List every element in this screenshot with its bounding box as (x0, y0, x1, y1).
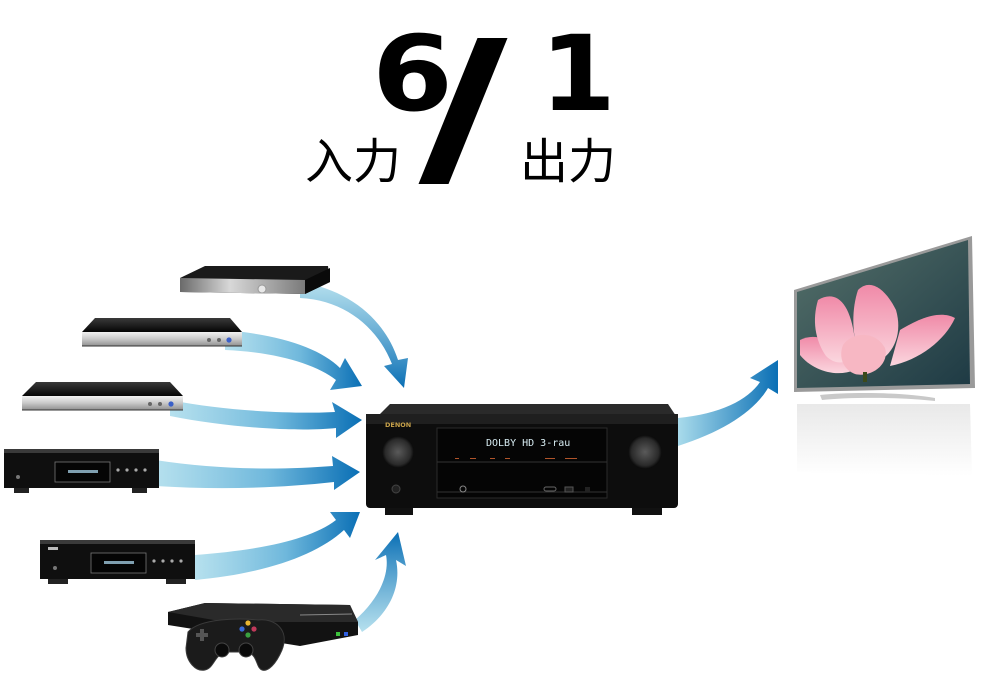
tv-reflection (797, 404, 972, 476)
volume-knob-right (628, 435, 662, 469)
device-cd-player-1 (4, 449, 159, 493)
title-inputs-count: 6 (372, 13, 453, 135)
power-button-icon (257, 284, 267, 294)
device-player-2 (82, 318, 242, 347)
lotus-flower-image (800, 284, 955, 382)
arrow-input-3 (170, 400, 362, 438)
tv-stand (820, 393, 935, 401)
power-led-icon (336, 632, 340, 636)
title-outputs-label: 出力 (520, 134, 617, 190)
arrow-input-2 (225, 330, 362, 390)
title-outputs-count: 1 (540, 13, 616, 135)
device-cd-player-2 (40, 540, 195, 584)
arrow-input-4 (155, 456, 360, 490)
arrow-input-1 (300, 282, 408, 388)
volume-knob-left (382, 436, 414, 468)
device-media-box (180, 266, 330, 294)
input-arrows (155, 282, 408, 632)
receiver-brand: DENON (385, 421, 411, 429)
device-player-3 (22, 382, 183, 411)
television (794, 236, 975, 476)
title-inputs-label: 入力 (305, 134, 402, 190)
arrow-input-6 (355, 532, 406, 632)
arrow-output (678, 360, 778, 446)
gamepad-icon (185, 618, 285, 671)
av-receiver: DENON DOLBY HD 3-rau (366, 404, 678, 515)
receiver-display: DOLBY HD 3-rau (486, 438, 570, 449)
arrow-input-5 (195, 512, 360, 580)
device-game-console (168, 603, 358, 671)
